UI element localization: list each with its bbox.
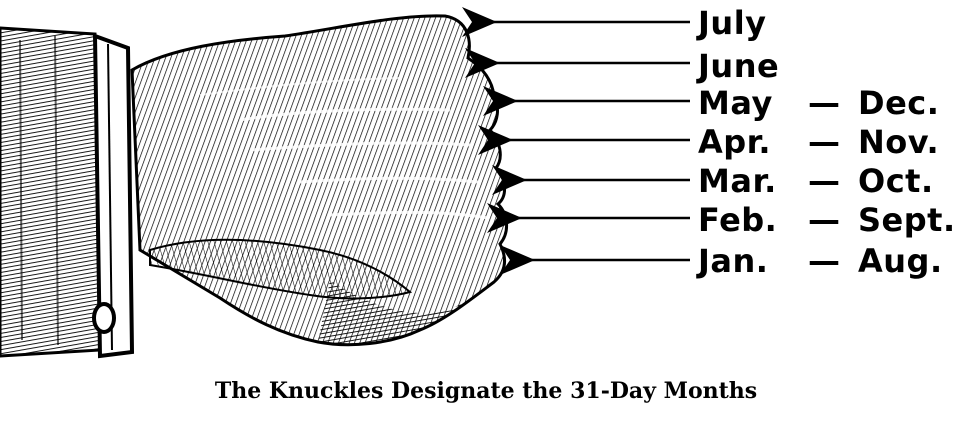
left-month-label: May <box>698 84 773 122</box>
dash: — <box>808 201 841 239</box>
month-row-feb: Feb. — Sept. <box>0 200 972 240</box>
left-month-label: Apr. <box>698 123 772 161</box>
right-month-label: Aug. <box>858 242 943 280</box>
right-month-label: Sept. <box>858 201 956 239</box>
month-row-mar: Mar. — Oct. <box>0 161 972 201</box>
left-month-label: Jan. <box>698 242 769 280</box>
fist <box>130 14 508 347</box>
right-month-label: Oct. <box>858 162 934 200</box>
left-month-label: June <box>698 47 780 85</box>
left-month-label: Feb. <box>698 201 778 239</box>
left-month-label: Mar. <box>698 162 777 200</box>
right-month-label: Nov. <box>858 123 940 161</box>
cuff <box>92 33 135 359</box>
figure-caption: The Knuckles Designate the 31-Day Months <box>214 378 758 404</box>
month-row-may: May — Dec. <box>0 83 972 123</box>
month-row-jan: Jan. — Aug. <box>0 241 972 281</box>
cufflink-icon <box>92 302 116 334</box>
month-row-july: July <box>0 3 972 43</box>
left-month-label: July <box>698 4 767 42</box>
dash: — <box>808 123 841 161</box>
dash: — <box>808 162 841 200</box>
month-row-apr: Apr. — Nov. <box>0 122 972 162</box>
arrows <box>462 7 690 275</box>
month-row-june: June <box>0 46 972 86</box>
right-month-label: Dec. <box>858 84 940 122</box>
dash: — <box>808 242 841 280</box>
dash: — <box>808 84 841 122</box>
